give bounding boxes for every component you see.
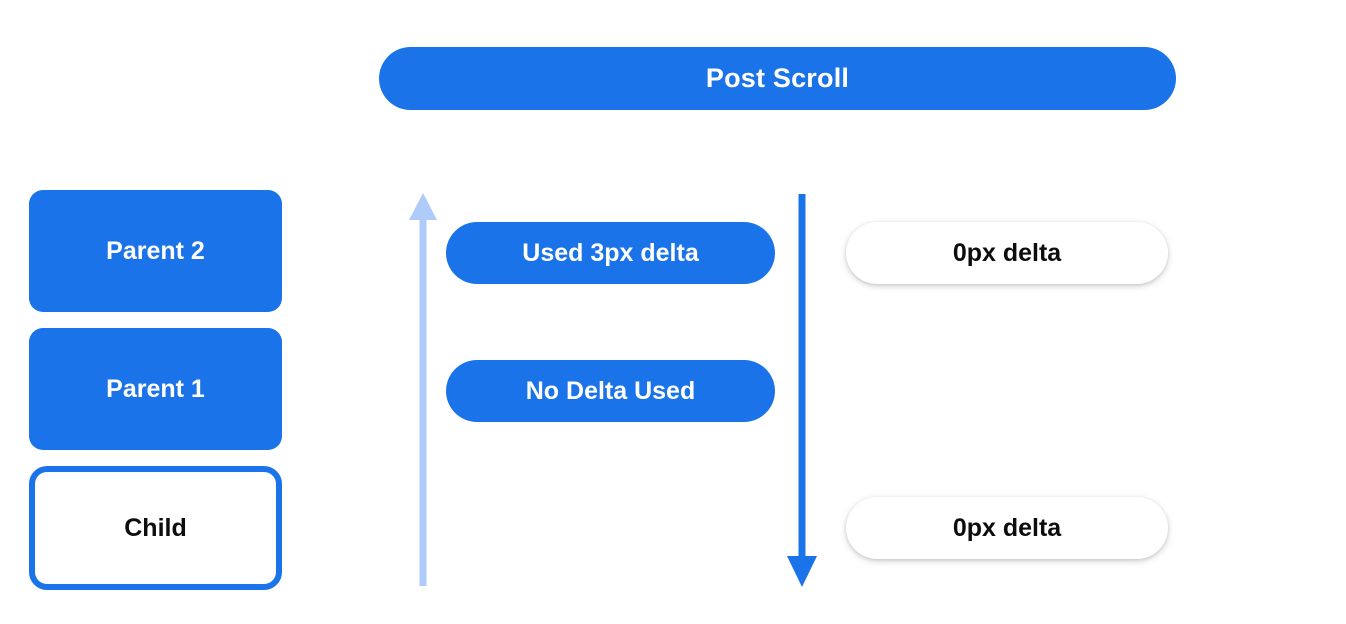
delta-pill-top: 0px delta [846, 222, 1168, 284]
arrow-up-icon [409, 193, 437, 586]
scroll-chain-box-parent-1: Parent 1 [29, 328, 282, 450]
scroll-chain-box-label: Child [124, 513, 187, 542]
scroll-chain-box-parent-2: Parent 2 [29, 190, 282, 312]
scroll-chain-box-label: Parent 2 [106, 236, 205, 265]
delta-pill-label: 0px delta [952, 513, 1062, 542]
consumption-pill-used-delta: Used 3px delta [446, 222, 775, 284]
consumption-pill-label: Used 3px delta [522, 238, 699, 267]
arrow-down-icon [787, 194, 817, 587]
diagram-header-label: Post Scroll [705, 63, 850, 93]
scroll-chain-box-child: Child [29, 466, 282, 590]
consumption-pill-label: No Delta Used [525, 376, 696, 405]
delta-pill-label: 0px delta [952, 238, 1062, 267]
delta-pill-bottom: 0px delta [846, 497, 1168, 559]
consumption-pill-no-delta: No Delta Used [446, 360, 775, 422]
scroll-chain-box-label: Parent 1 [106, 374, 205, 403]
diagram-header-pill: Post Scroll [379, 47, 1176, 110]
